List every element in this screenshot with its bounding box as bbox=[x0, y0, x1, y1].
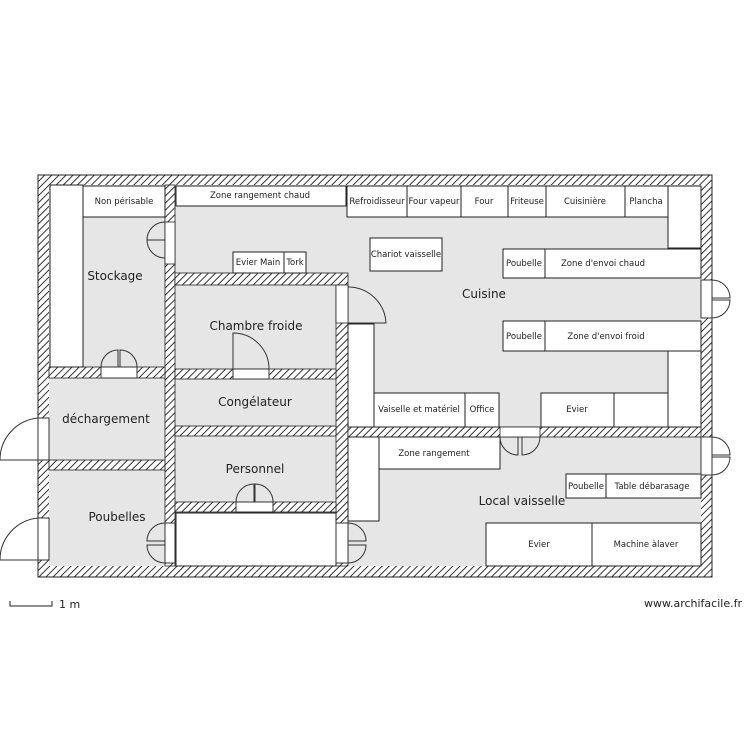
room-label-poubelles: Poubelles bbox=[88, 510, 145, 524]
left-cuisine-rack bbox=[347, 323, 375, 428]
vaisselle-materiel-label: Vaiselle et matériel bbox=[378, 404, 460, 415]
door-poubelles[interactable] bbox=[37, 517, 50, 561]
zone-envoi-chaud-label: Zone d'envoi chaud bbox=[561, 259, 645, 269]
office-box bbox=[464, 392, 500, 428]
wall-h-cong-pers bbox=[174, 425, 337, 437]
scale-label: 1 m bbox=[59, 598, 80, 611]
door-right-bottom-swing bbox=[711, 436, 731, 476]
evier-cuisine-label: Evier bbox=[566, 405, 588, 415]
evier-cuisine-basin bbox=[613, 392, 669, 428]
door-poubelles-swing bbox=[0, 517, 39, 561]
poubelle-1-box bbox=[502, 248, 546, 279]
door-dechargement-swing bbox=[0, 417, 39, 461]
room-label-stockage: Stockage bbox=[87, 269, 142, 283]
door-right-top-swing bbox=[711, 279, 731, 319]
room-label-dechargement: déchargement bbox=[62, 412, 150, 426]
zone-rangement-chaud-box bbox=[175, 185, 347, 207]
four-box bbox=[460, 185, 509, 218]
room-label-personnel: Personnel bbox=[226, 462, 285, 476]
evier-cuisine-box bbox=[540, 392, 615, 428]
local-vaisselle-left-rack bbox=[347, 436, 380, 522]
poubelle-3-label: Poubelle bbox=[568, 482, 604, 492]
door-right-bottom[interactable] bbox=[700, 436, 713, 476]
door-poubelles-corridor[interactable] bbox=[164, 522, 176, 564]
floor-poubelles bbox=[49, 470, 165, 566]
poubelle-3-box bbox=[565, 473, 607, 499]
opening-cf-top bbox=[335, 284, 349, 324]
friteuse-label: Friteuse bbox=[510, 197, 544, 207]
door-left-top-swing bbox=[146, 221, 166, 259]
door-stockage[interactable] bbox=[100, 366, 138, 379]
zone-envoi-froid-box bbox=[544, 320, 702, 352]
room-label-cuisine: Cuisine bbox=[462, 287, 506, 301]
door-chambre-froide[interactable] bbox=[232, 368, 270, 380]
refroidisseur-label: Refroidisseur bbox=[349, 197, 405, 207]
table-debarassage-box bbox=[605, 473, 702, 499]
door-personnel[interactable] bbox=[235, 501, 274, 513]
door-cuisine-vaisselle-swing bbox=[499, 436, 541, 456]
scale-bar bbox=[9, 601, 53, 607]
cuisiniere-label: Cuisinière bbox=[564, 196, 606, 207]
machine-laver-box bbox=[591, 522, 702, 567]
four-label: Four bbox=[475, 197, 494, 207]
room-label-congelateur: Congélateur bbox=[218, 395, 292, 409]
opening-vaisselle bbox=[499, 426, 541, 438]
chariot-vaisselle-box bbox=[369, 237, 443, 272]
zone-envoi-chaud-box bbox=[544, 248, 702, 279]
floor-dechargement bbox=[49, 378, 165, 460]
door-chambre-froide-swing bbox=[232, 332, 270, 370]
vaisselle-materiel-box bbox=[373, 392, 466, 428]
tork-box bbox=[283, 251, 307, 274]
door-right-top[interactable] bbox=[700, 279, 713, 319]
opening-top-left bbox=[164, 221, 176, 265]
room-label-local-vaisselle: Local vaisselle bbox=[479, 494, 566, 508]
chariot-vaisselle-label: Chariot vaisselle bbox=[371, 250, 441, 260]
office-label: Office bbox=[470, 405, 495, 415]
door-corridor-vaisselle[interactable] bbox=[335, 522, 349, 564]
zone-envoi-froid-label: Zone d'envoi froid bbox=[567, 332, 644, 342]
machine-laver-label: Machine àlaver bbox=[614, 540, 679, 550]
door-dechargement[interactable] bbox=[37, 417, 50, 461]
floor-chambre-froide bbox=[175, 285, 336, 369]
evier-vaisselle-label: Evier bbox=[528, 540, 550, 550]
non-perissable-label: Non périsable bbox=[95, 196, 154, 207]
non-perissable-box bbox=[82, 185, 166, 218]
door-stockage-swing bbox=[100, 349, 138, 368]
four-vapeur-label: Four vapeur bbox=[408, 197, 460, 207]
poubelle-2-box bbox=[502, 320, 546, 352]
zone-rangement-box bbox=[378, 436, 501, 470]
tork-label: Tork bbox=[285, 258, 303, 268]
zone-rangement-chaud-label: Zone rangement chaud bbox=[210, 191, 310, 201]
evier-main-label: Evier Main bbox=[236, 258, 280, 268]
door-corridor-vaisselle-swing bbox=[347, 522, 367, 564]
plancha-label: Plancha bbox=[629, 197, 662, 207]
door-cf-top-swing bbox=[347, 286, 387, 324]
zone-rangement-label: Zone rangement bbox=[398, 449, 470, 459]
room-label-chambre-froide: Chambre froide bbox=[209, 319, 302, 333]
plancha-box bbox=[624, 185, 669, 218]
left-rack bbox=[49, 184, 84, 368]
refroidisseur-box bbox=[346, 185, 408, 218]
floor-congelateur bbox=[175, 379, 336, 426]
door-poubelles-corridor-swing bbox=[146, 522, 166, 564]
corridor-bench bbox=[175, 512, 337, 567]
cuisiniere-box bbox=[545, 185, 626, 218]
right-top-rack bbox=[667, 185, 702, 249]
right-mid-rack bbox=[667, 350, 702, 428]
poubelle-2-label: Poubelle bbox=[506, 332, 542, 342]
watermark: www.archifacile.fr bbox=[644, 597, 742, 610]
wall-h-top-cf bbox=[174, 272, 349, 286]
table-debarassage-label: Table débarasage bbox=[614, 481, 690, 492]
wall-h-dech-poub bbox=[48, 459, 166, 471]
floor-cuisine bbox=[175, 185, 701, 427]
poubelle-1-label: Poubelle bbox=[506, 259, 542, 269]
door-personnel-swing bbox=[235, 483, 274, 503]
